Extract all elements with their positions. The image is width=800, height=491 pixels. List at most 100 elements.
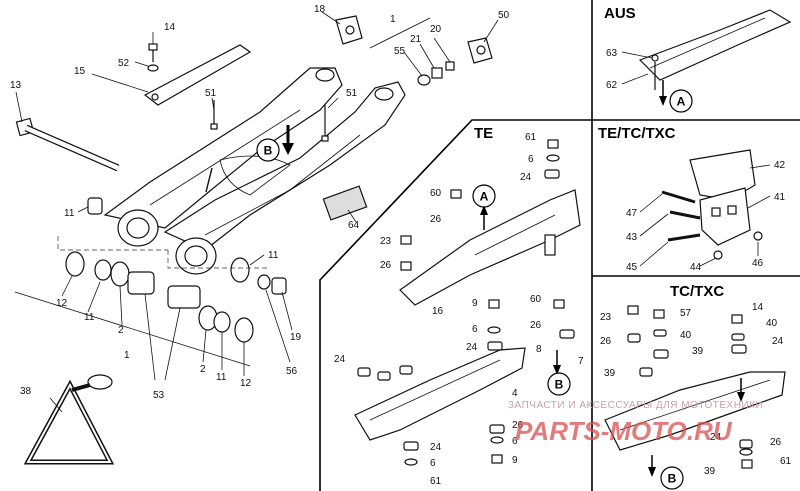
leader-lines [15,11,771,413]
ref-b-te: B [555,378,564,392]
ref-a-aus: A [677,95,686,109]
panel-frames [319,0,800,491]
panel-title-te: TE [474,125,493,142]
axle-part [15,117,120,172]
callout-51-b: 51 [346,88,358,99]
te-chain-guide [354,139,581,466]
callout-23-b: 23 [600,312,612,323]
callout-6-a: 6 [528,154,534,165]
callout-6-c: 6 [430,458,436,469]
callout-9-a: 9 [472,298,478,309]
bearing-parts [65,197,287,343]
panel-title-te-tc-txc: TE/TC/TXC [598,125,676,142]
grouping-lines [14,17,431,367]
adjuster-blocks [335,15,493,86]
callout-9-b: 9 [512,455,518,466]
callout-1-mid: 1 [124,350,130,361]
swingarm-assembly [15,44,406,275]
callout-24-b: 24 [466,342,478,353]
callout-53: 53 [153,390,165,401]
callout-55: 55 [394,46,406,57]
callout-19: 19 [290,332,302,343]
ref-a-te: A [480,190,489,204]
callout-40-a: 40 [680,330,692,341]
ref-b-main: B [264,144,273,158]
panel-title-tc-txc: TC/TXC [670,283,724,300]
watermark-line2: PARTS-MOTO.RU [515,416,733,446]
callout-45: 45 [626,262,638,273]
callout-38: 38 [20,386,32,397]
callout-39-c: 39 [704,466,716,477]
callout-24-c: 24 [334,354,346,365]
callout-24-f: 24 [710,432,722,443]
callout-14-b: 14 [752,302,764,313]
stand-part [23,374,115,465]
callout-39-b: 39 [604,368,616,379]
callout-26-b: 26 [380,260,392,271]
callout-23-a: 23 [380,236,392,247]
callout-61-c: 61 [780,456,792,467]
callout-24-e: 24 [772,336,784,347]
callout-2-b: 2 [200,364,206,375]
callout-64: 64 [348,220,360,231]
callout-12-b: 12 [240,378,252,389]
callout-44: 44 [690,262,702,273]
callout-26-c: 26 [530,320,542,331]
callout-11-b: 11 [268,250,279,261]
callout-26-f: 26 [770,437,782,448]
callout-11-d: 11 [216,372,227,383]
callout-60-a: 60 [430,188,442,199]
callout-15: 15 [74,66,86,77]
callout-16: 16 [432,306,444,317]
panel-titles: AUS TE TE/TC/TXC TC/TXC [474,5,724,300]
callout-26-e: 26 [600,336,612,347]
callout-39-a: 39 [692,346,704,357]
tc-txc-chain-guide [604,305,786,477]
callout-7: 7 [578,356,584,367]
callout-21: 21 [410,34,422,45]
callout-6-d: 6 [512,436,518,447]
callout-61-a: 61 [525,132,537,143]
callout-1-top: 1 [390,14,396,25]
callout-46: 46 [752,258,764,269]
callout-14: 14 [164,22,176,33]
callout-12-a: 12 [56,298,68,309]
callout-11-c: 11 [84,312,95,323]
callout-57: 57 [680,308,692,319]
callout-6-b: 6 [472,324,478,335]
callout-52: 52 [118,58,130,69]
callout-26-d: 26 [512,420,524,431]
callout-26-a: 26 [430,214,442,225]
callout-24-d: 24 [430,442,442,453]
callout-8: 8 [536,344,542,355]
watermark: ЗАПЧАСТИ И АКСЕССУАРЫ ДЛЯ МОТОТЕХНИКИ PA… [508,400,763,446]
callout-41: 41 [774,192,786,203]
callout-4: 4 [512,388,518,399]
callout-47: 47 [626,208,638,219]
callout-18: 18 [314,4,326,15]
ref-b-tc: B [668,472,677,486]
callout-62: 62 [606,80,618,91]
callout-40-b: 40 [766,318,778,329]
callout-24-a: 24 [520,172,532,183]
te-tc-txc-bracket [661,149,763,260]
callout-2-a: 2 [118,325,124,336]
callout-numbers: 14 52 15 13 51 51 18 1 50 20 21 55 11 11… [10,4,792,487]
callout-20: 20 [430,24,442,35]
panel-title-aus: AUS [604,5,636,22]
callout-60-b: 60 [530,294,542,305]
callout-61-b: 61 [430,476,442,487]
aus-chain-guide [638,9,792,106]
bolt-parts [147,43,329,142]
callout-56: 56 [286,366,298,377]
callout-63: 63 [606,48,618,59]
callout-13: 13 [10,80,22,91]
callout-43: 43 [626,232,638,243]
callout-11-a: 11 [64,208,75,219]
watermark-line1: ЗАПЧАСТИ И АКСЕССУАРЫ ДЛЯ МОТОТЕХНИКИ [508,400,763,411]
callout-50: 50 [498,10,510,21]
reference-markers: B A A B B [256,89,693,490]
callout-51-a: 51 [205,88,217,99]
